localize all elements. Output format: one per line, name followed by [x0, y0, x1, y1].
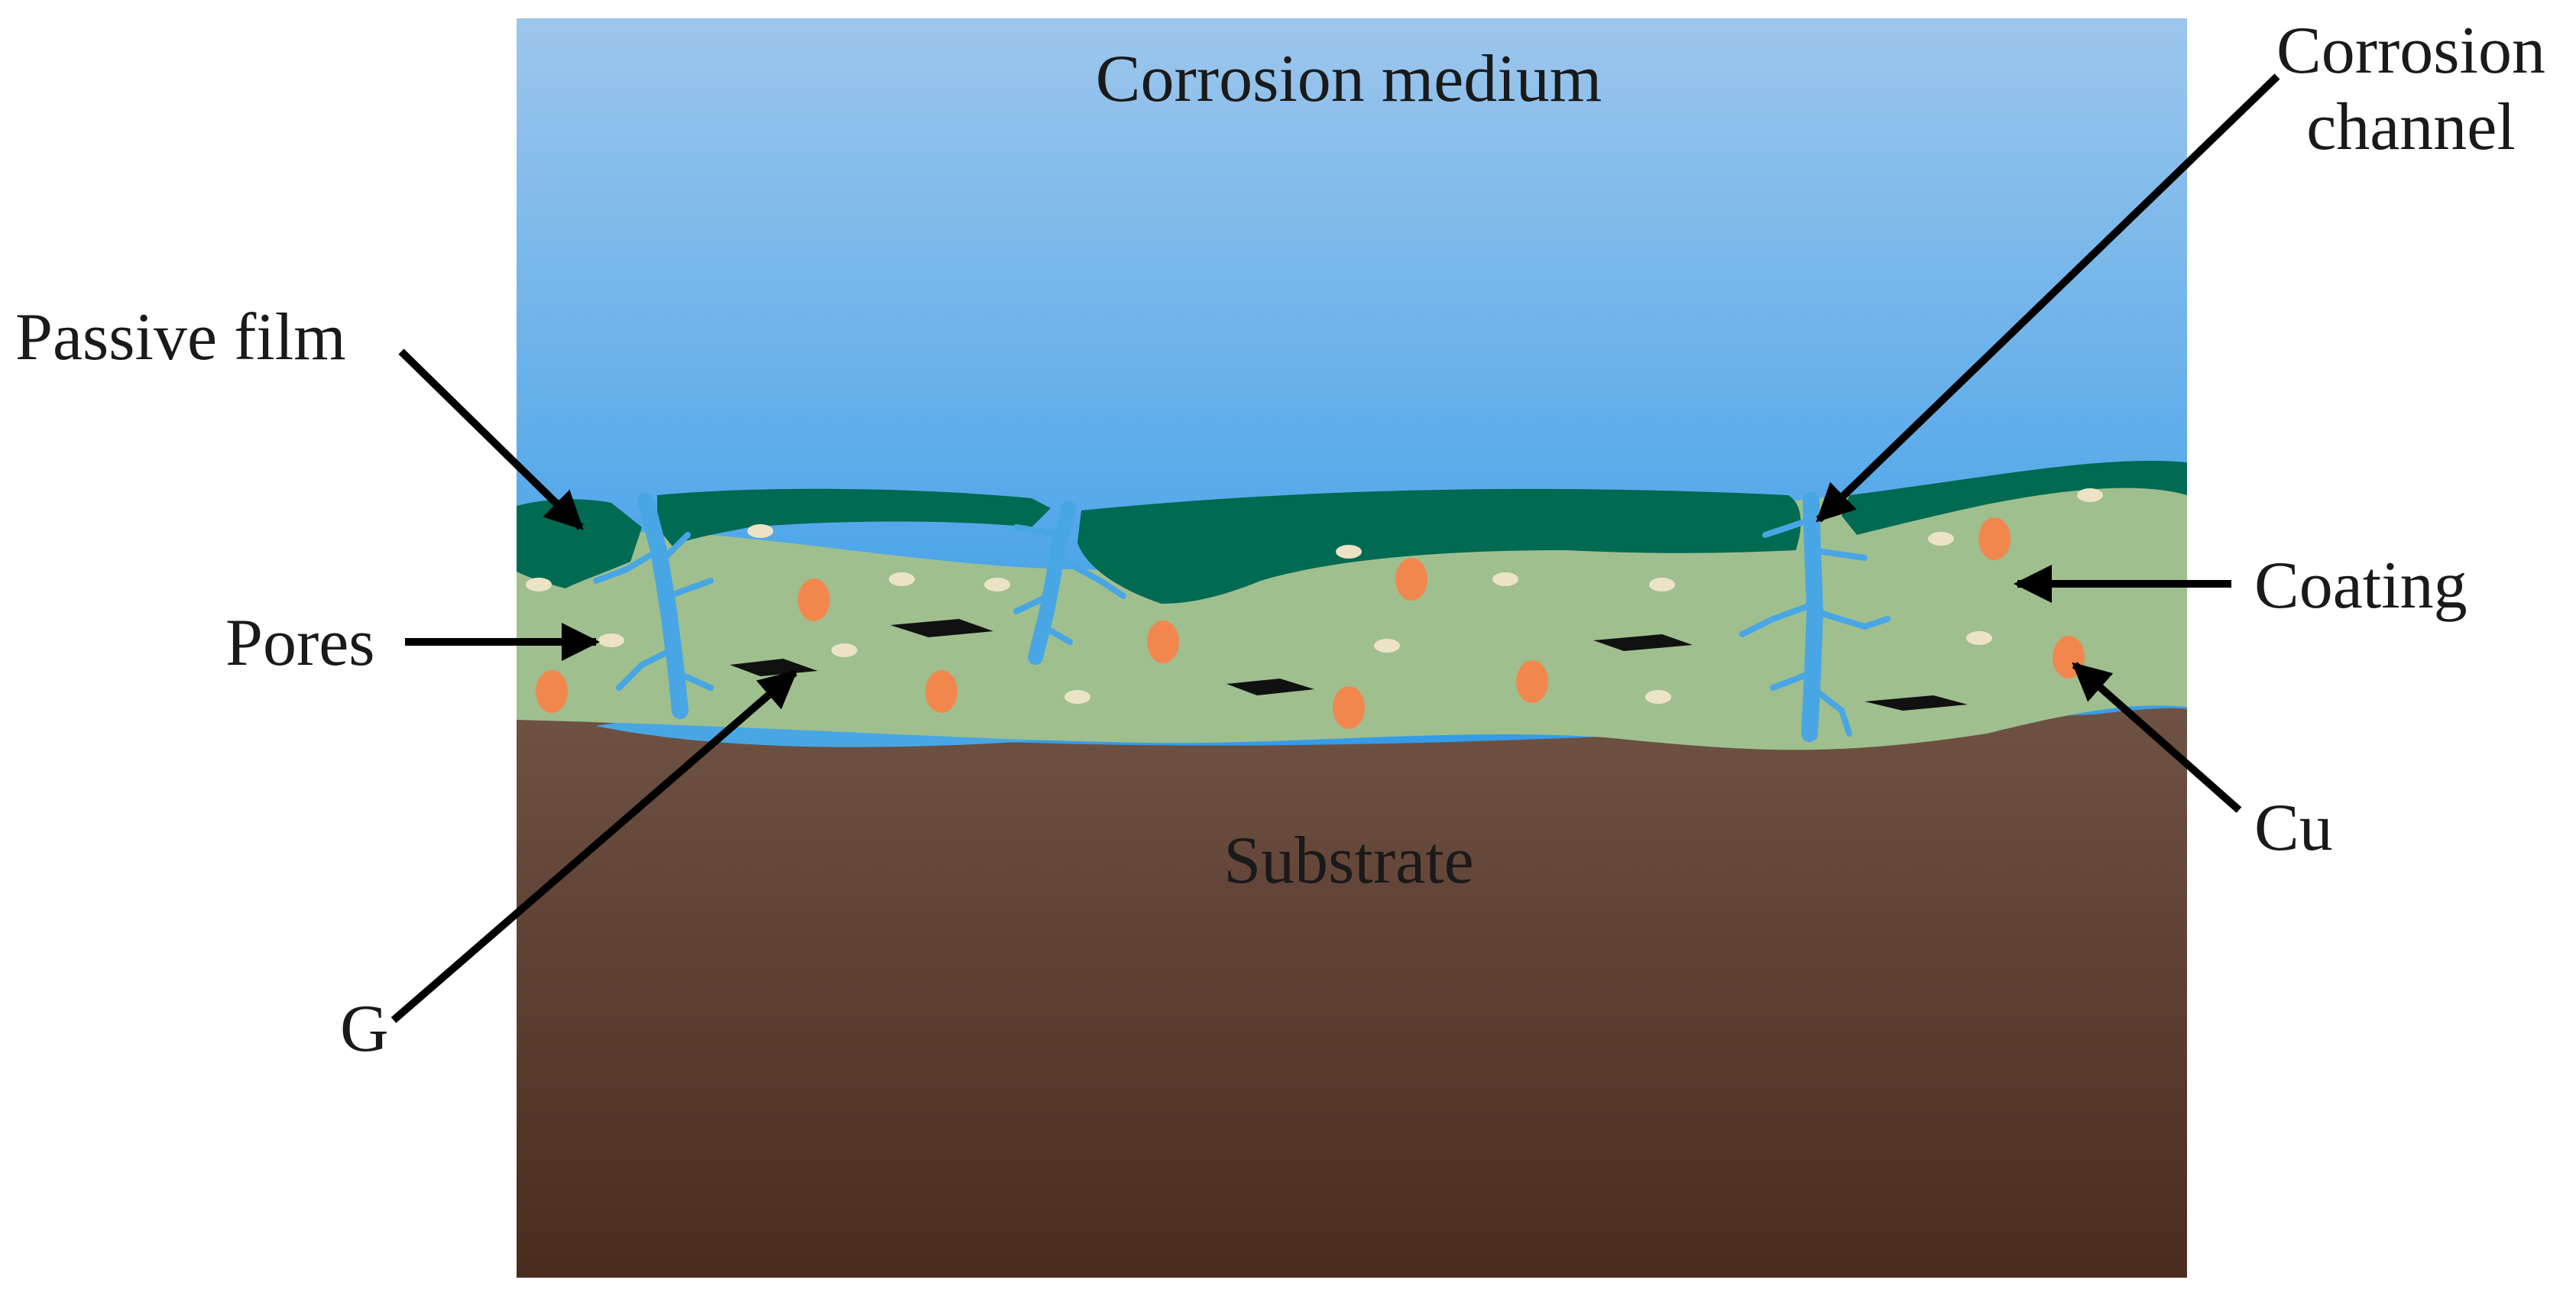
pores [526, 488, 2103, 704]
label-g: G [340, 992, 389, 1066]
graphite-flake [1226, 679, 1314, 695]
pore [1374, 639, 1400, 653]
label-corrosion-channel-line2: channel [2306, 90, 2516, 164]
pore [984, 578, 1010, 591]
label-passive-film: Passive film [15, 300, 346, 374]
label-corrosion-medium: Corrosion medium [1096, 42, 1602, 116]
corrosion-channel-3 [1801, 492, 1824, 742]
label-coating: Coating [2254, 549, 2467, 623]
arrow-passive-film [398, 348, 584, 530]
pore [889, 572, 915, 586]
corrosion-channel-1-branch [593, 532, 714, 691]
cu-particle [1978, 517, 2011, 560]
pore [2077, 488, 2103, 502]
pore [831, 643, 857, 657]
cu-particle [1516, 660, 1548, 703]
pore [1645, 690, 1671, 704]
corrosion-channels [593, 492, 1891, 742]
passive-film-segment-right [1842, 461, 2187, 535]
passive-film-segment-center [1077, 488, 1801, 604]
leader-arrows [390, 73, 2280, 1023]
cu-particle [798, 578, 830, 621]
cu-particle [1147, 620, 1179, 663]
graphite-flake [1593, 634, 1693, 651]
corrosion-channel-2-branch [1013, 524, 1126, 645]
pore [1928, 532, 1954, 546]
pore [598, 633, 624, 647]
pore [1966, 631, 1992, 645]
graphite-flake [890, 619, 993, 637]
cu-particle [1333, 686, 1365, 729]
substrate-region [517, 708, 2187, 1278]
pore [1336, 545, 1362, 559]
passive-film-segment-middle-left [657, 488, 1051, 546]
arrow-corrosion-channel [1816, 73, 2280, 523]
pore [1649, 578, 1675, 591]
pore [747, 524, 773, 538]
cu-particle [1395, 558, 1427, 601]
label-substrate: Substrate [1223, 824, 1474, 898]
label-corrosion-channel-line1: Corrosion [2276, 14, 2545, 88]
pore [1064, 690, 1090, 704]
label-pores: Pores [225, 606, 375, 680]
graphite-flake [1865, 695, 1968, 711]
arrow-g [390, 669, 798, 1023]
corrosion-channel-3-branch [1739, 517, 1891, 737]
corrosion-channel-1 [637, 492, 689, 719]
corrosion-channel-2 [1028, 501, 1076, 665]
cu-particle [925, 670, 957, 713]
label-cu: Cu [2254, 791, 2333, 865]
arrow-cu [2072, 662, 2242, 813]
pore [526, 578, 552, 591]
cu-particle [536, 670, 568, 713]
pore [1492, 572, 1518, 586]
cu-particles [536, 517, 2085, 729]
